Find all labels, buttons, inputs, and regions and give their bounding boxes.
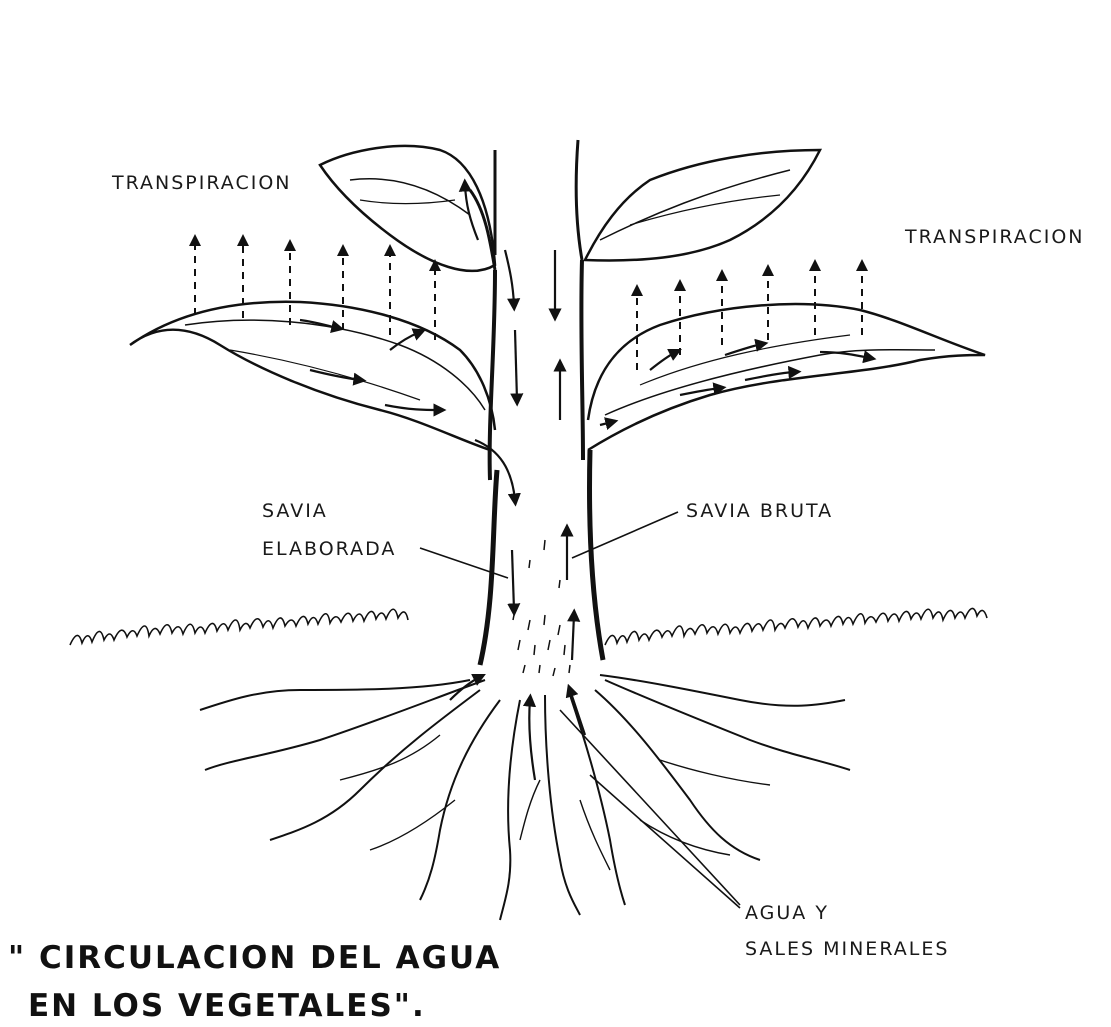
label-savia: SAVIA bbox=[262, 500, 328, 522]
roots bbox=[200, 675, 850, 920]
label-sales-minerales: SALES MINERALES bbox=[745, 938, 949, 960]
label-transpiracion-left: TRANSPIRACION bbox=[112, 172, 292, 194]
leaf-right bbox=[588, 304, 985, 450]
title-line-2: EN LOS VEGETALES". bbox=[28, 988, 426, 1024]
sap-flow-arrows bbox=[300, 185, 870, 780]
label-agua-y: AGUA Y bbox=[745, 902, 829, 924]
leaf-left bbox=[130, 302, 495, 450]
leaf-top-right bbox=[585, 150, 820, 260]
title-line-1: " CIRCULACION DEL AGUA bbox=[8, 940, 501, 976]
label-transpiracion-right: TRANSPIRACION bbox=[905, 226, 1085, 248]
label-elaborada: ELABORADA bbox=[262, 538, 396, 560]
label-savia-bruta: SAVIA BRUTA bbox=[686, 500, 833, 522]
leader-lines bbox=[420, 512, 740, 908]
